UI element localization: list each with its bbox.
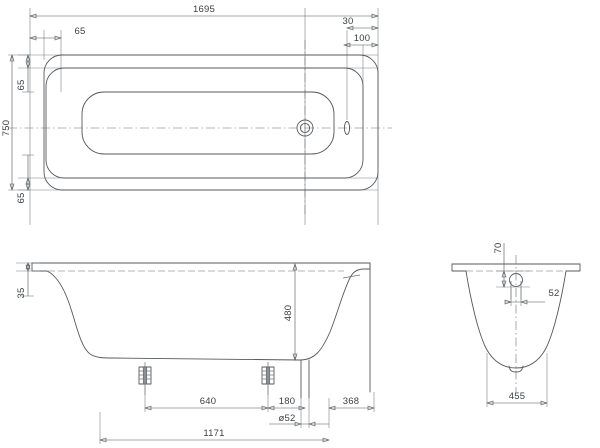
dim-label-plan-width: 750: [1, 120, 12, 136]
plan-rim-step: [45, 67, 364, 179]
plan-view: 1695 65 30 100: [1, 4, 392, 225]
front-elevation-view: 35 480 640 180 368: [16, 262, 375, 444]
elev-floor-and-right-wall: [111, 268, 371, 361]
dim-label-elev-waste-dia: ø52: [279, 413, 296, 424]
plan-overflow-slot: [343, 121, 351, 135]
elev-rim-left-return: [31, 262, 48, 272]
dim-label-plan-right-inner: 30: [343, 16, 354, 27]
dim-label-plan-top-offset: 65: [16, 80, 27, 91]
dim-elev-waste-to-end: 368: [328, 396, 375, 411]
dim-label-elev-leg-span: 640: [200, 396, 216, 407]
elev-waste-pipe: [300, 359, 310, 399]
dim-label-elev-base-length: 1171: [203, 428, 224, 439]
dim-plan-left-offset: 65: [29, 26, 86, 41]
dim-elev-depth: 480: [283, 263, 298, 361]
dim-label-elev-leg-to-waste: 180: [279, 396, 295, 407]
dim-label-side-base-width: 455: [509, 391, 525, 402]
side-rim-right-return: [565, 263, 581, 272]
dim-label-side-overflow-height: 70: [493, 243, 504, 254]
dim-elev-rim-thickness: 35: [16, 262, 40, 299]
dim-label-plan-bottom-offset: 65: [16, 193, 27, 204]
dim-plan-top-offset: 65: [16, 54, 34, 93]
dim-label-elev-waste-to-end: 368: [343, 396, 359, 407]
dim-plan-right-outer: 100: [343, 33, 379, 48]
dim-label-plan-left-offset: 65: [75, 26, 86, 37]
elev-right-tick: [342, 274, 361, 279]
dim-elev-waste-diameter: ø52: [269, 398, 330, 428]
dim-plan-bottom-offset: 65: [16, 154, 34, 204]
plan-extension-lines: [18, 8, 379, 225]
dim-elev-leg-to-waste: 180: [267, 396, 306, 411]
dim-plan-overall-length: 1695: [29, 4, 379, 19]
dim-label-elev-rim-thickness: 35: [16, 288, 27, 299]
plan-inner-basin: [81, 91, 335, 155]
dim-label-elev-depth: 480: [283, 305, 294, 321]
elev-left-wall-profile: [46, 270, 113, 359]
dim-side-overflow-offset: 52: [504, 288, 560, 306]
dim-side-base-width: 455: [486, 353, 548, 407]
plan-outer-rim: [43, 54, 379, 191]
side-rim-left-return: [451, 263, 467, 272]
dim-label-plan-length: 1695: [193, 4, 215, 15]
plan-drain-outlet: [296, 119, 314, 137]
elev-leg-right: [261, 362, 275, 395]
side-basin-profile: [465, 270, 567, 369]
dim-plan-overall-width: 750: [1, 54, 30, 191]
dim-label-plan-right-outer: 100: [354, 33, 370, 44]
dim-label-side-overflow-offset: 52: [549, 288, 560, 299]
dim-elev-base-length: 1171: [99, 386, 375, 444]
side-elevation-view: 70 52 455: [451, 243, 581, 407]
dim-plan-right-inner: 30: [343, 16, 379, 31]
dim-side-overflow-height: 70: [493, 243, 530, 288]
dim-elev-leg-span: 640: [144, 396, 269, 411]
